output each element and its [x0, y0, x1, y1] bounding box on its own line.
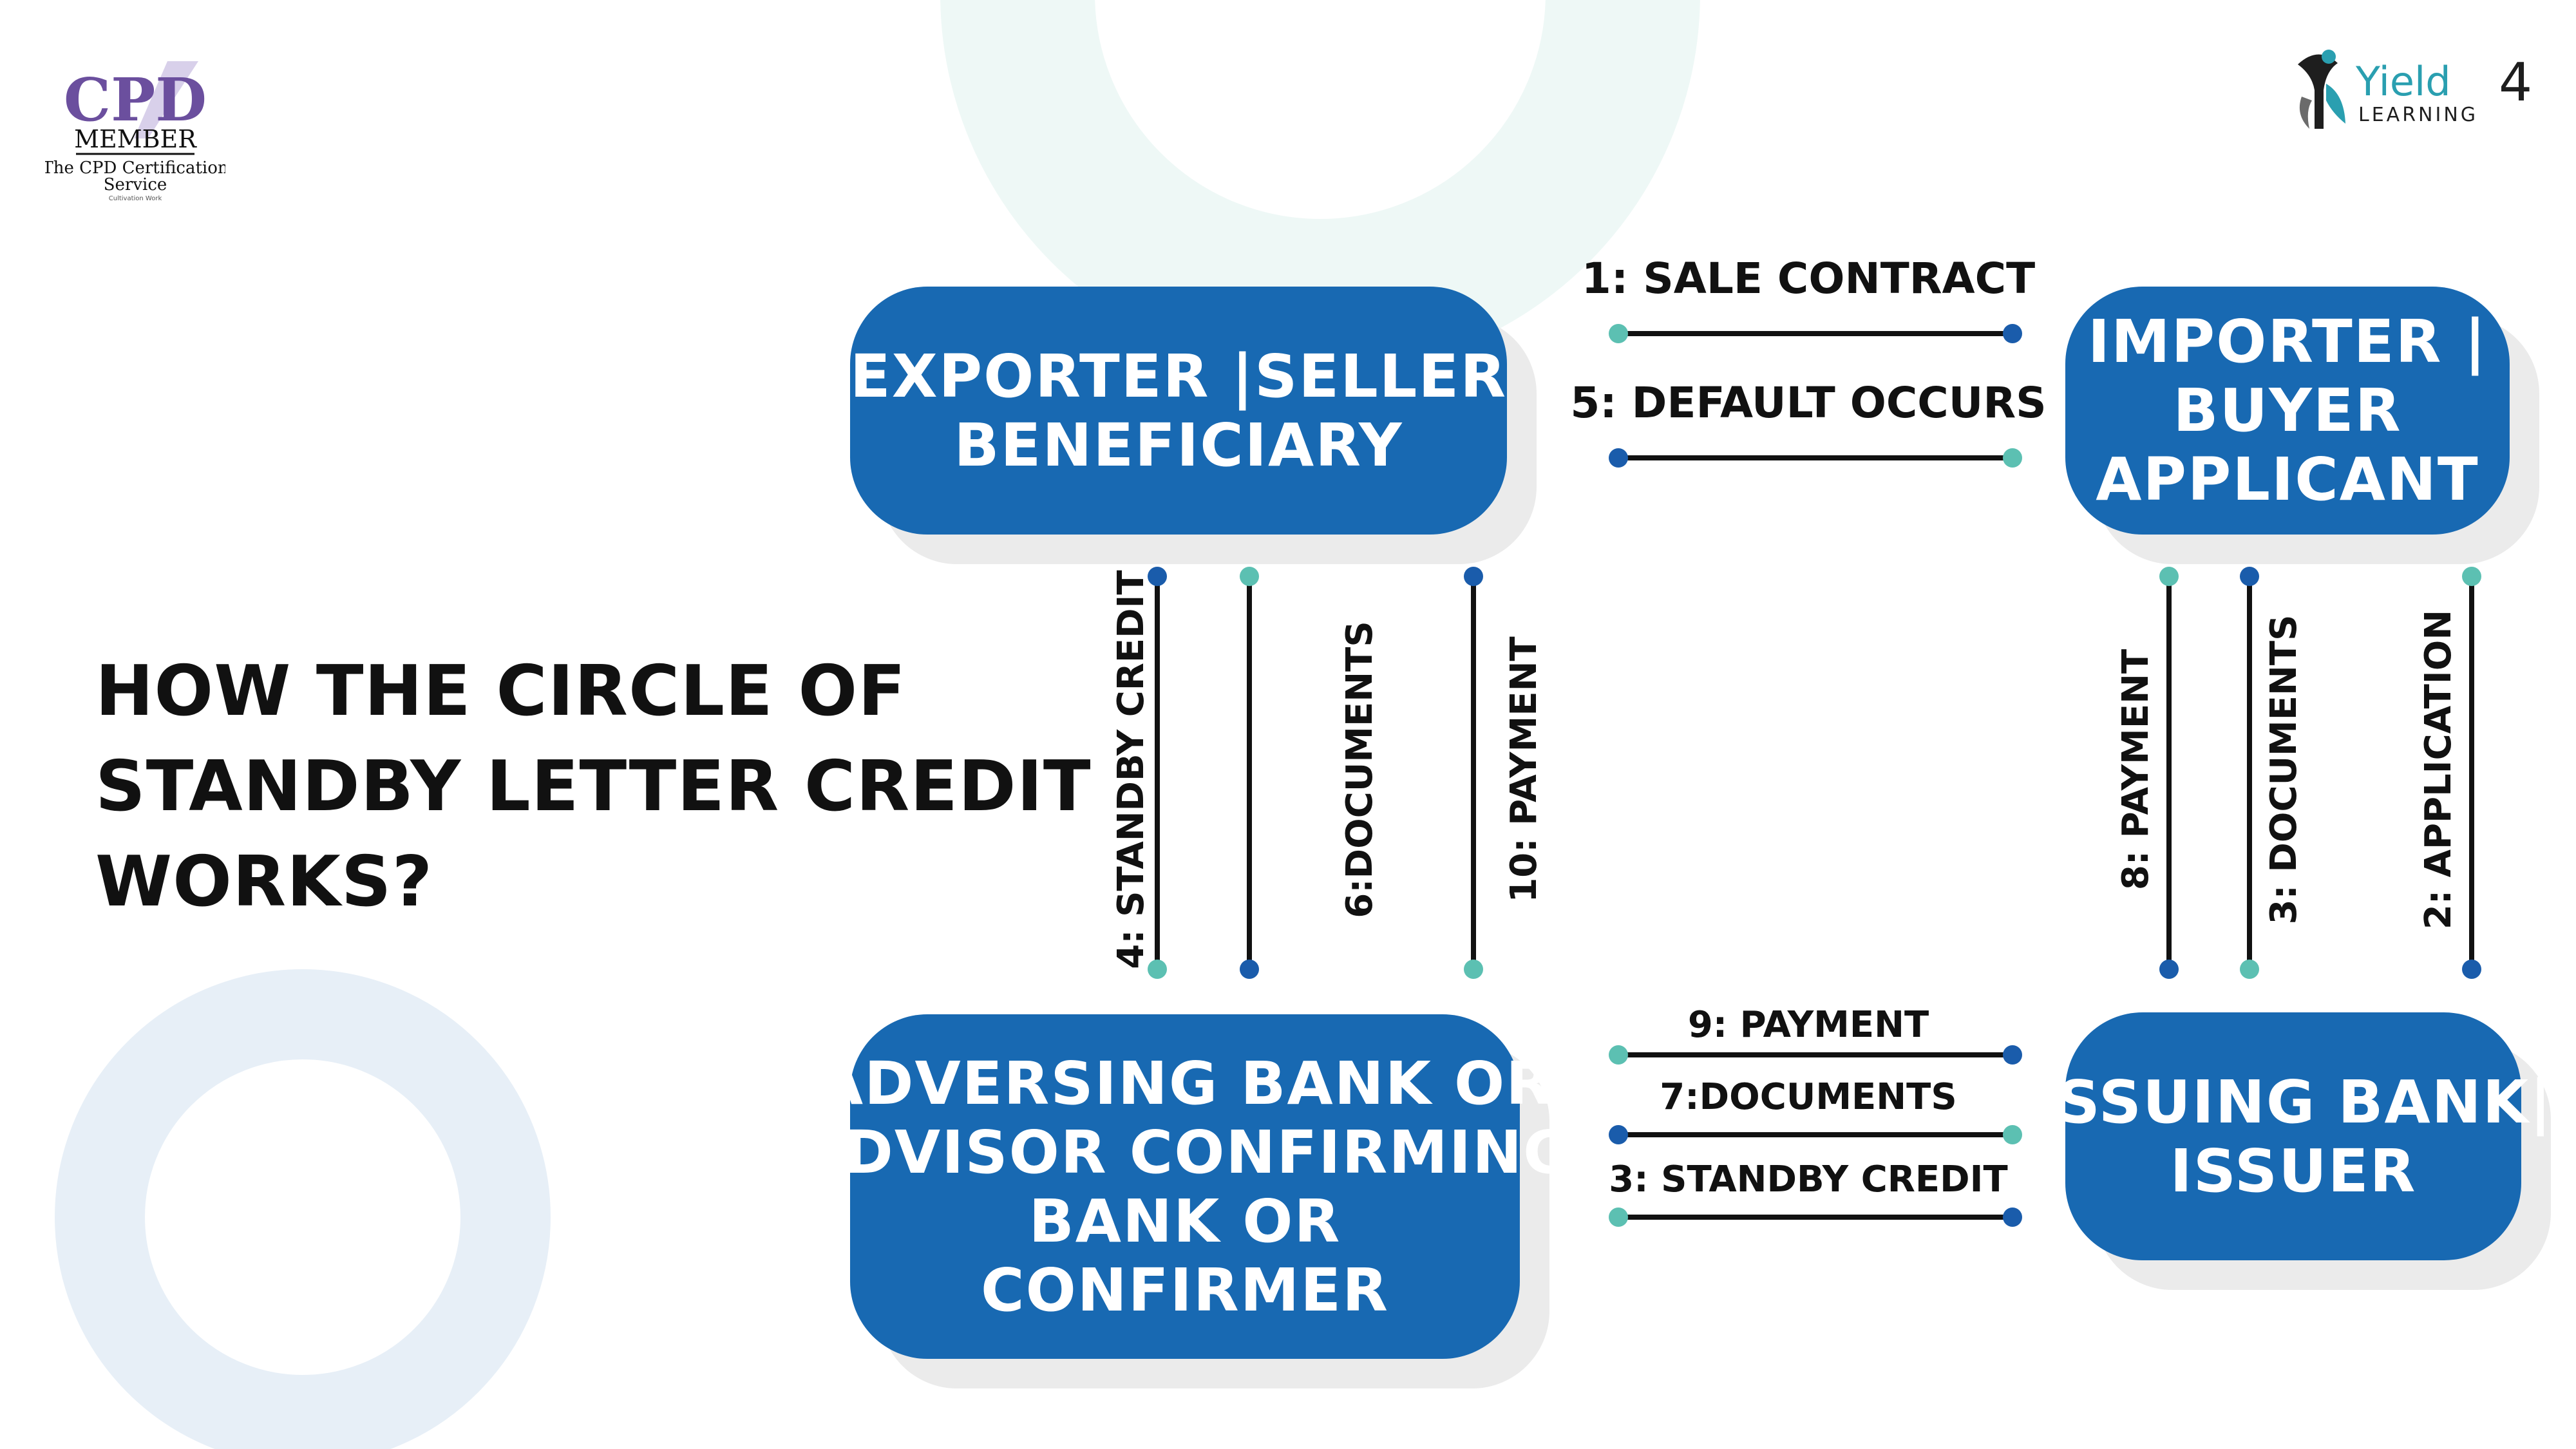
node-label-line: CONFIRMER: [981, 1255, 1389, 1325]
diagram-heading: HOW THE CIRCLE OF STANDBY LETTER CREDIT …: [95, 644, 1092, 930]
connector-standby-credit-left: [1148, 567, 1167, 979]
node-label-line: APPLICANT: [2096, 445, 2479, 514]
exporter-seller-beneficiary-node: EXPORTER |SELLER BENEFICIARY: [850, 287, 1507, 535]
connector-documents-bottom: [1609, 1125, 2022, 1144]
node-label-line: BENEFICIARY: [954, 410, 1403, 480]
flow-label-payment-right: 8: PAYMENT: [2115, 649, 2157, 890]
node-label-line: ADVERSING BANK OR: [817, 1048, 1553, 1118]
node-label-line: ISSUING BANK|: [2034, 1067, 2553, 1137]
flow-label-documents-right: 3: DOCUMENTS: [2263, 615, 2305, 925]
flow-label-standby-credit-left: 4: STANDBY CREDIT: [1110, 570, 1152, 969]
flow-label-standby-credit-bottom: 3: STANDBY CREDIT: [1609, 1159, 2007, 1200]
node-label-line: IMPORTER |: [2087, 307, 2488, 376]
background-ring-top: [940, 0, 1700, 374]
flow-label-application-right: 2: APPLICATION: [2418, 610, 2459, 929]
cpd-member-text: MEMBER: [74, 125, 197, 153]
connector-payment-bottom: [1609, 1045, 2022, 1065]
advising-confirming-bank-node: ADVERSING BANK OR ADVISOR CONFIRMING BAN…: [797, 1014, 1572, 1359]
node-label-line: BANK OR: [1028, 1186, 1341, 1256]
heading-line: HOW THE CIRCLE OF: [95, 651, 906, 732]
connector-payment-left: [1464, 567, 1483, 979]
importer-buyer-applicant-node: IMPORTER | BUYER APPLICANT: [2065, 287, 2510, 535]
flow-label-documents-bottom: 7:DOCUMENTS: [1660, 1076, 1956, 1118]
connector-default-occurs: [1609, 448, 2022, 468]
node-label-line: BUYER: [2173, 376, 2402, 445]
flow-label-payment-left: 10: PAYMENT: [1503, 636, 1545, 902]
yield4-brand-tagline: LEARNING: [2358, 104, 2478, 126]
node-label-line: ISSUER: [2170, 1136, 2417, 1206]
connector-payment-right: [2159, 567, 2179, 979]
heading-line: STANDBY LETTER CREDIT: [95, 746, 1092, 827]
flow-label-default-occurs: 5: DEFAULT OCCURS: [1570, 378, 2046, 428]
flow-label-sale-contract: 1: SALE CONTRACT: [1582, 254, 2035, 303]
cpd-service-line-3: Cultivation Work: [109, 195, 162, 202]
connector-sale-contract: [1609, 324, 2022, 343]
connector-documents-left: [1240, 567, 1259, 979]
yield4-learning-logo: Yield 4 LEARNING: [2298, 50, 2532, 129]
cpd-member-logo: CPD MEMBER The CPD Certification Service…: [45, 61, 225, 202]
background-ring-bottom: [55, 969, 551, 1449]
issuing-bank-issuer-node: ISSUING BANK| ISSUER: [2034, 1012, 2552, 1260]
flow-label-documents-left: 6:DOCUMENTS: [1339, 621, 1381, 918]
node-label-line: EXPORTER |SELLER: [849, 341, 1508, 411]
yield4-person-icon: [2298, 54, 2338, 129]
yield4-brand-number: 4: [2499, 52, 2532, 113]
flow-label-payment-bottom: 9: PAYMENT: [1688, 1004, 1929, 1046]
cpd-service-line-1: The CPD Certification: [45, 158, 225, 178]
node-label-line: ADVISOR CONFIRMING: [797, 1117, 1573, 1187]
cpd-logo-text: CPD: [64, 65, 207, 135]
connector-standby-credit-bottom: [1609, 1208, 2022, 1227]
cpd-service-line-2: Service: [104, 175, 167, 194]
connector-application-right: [2462, 567, 2481, 979]
connector-documents-right: [2240, 567, 2259, 979]
heading-line: WORKS?: [95, 842, 433, 922]
yield4-brand-name: Yield: [2355, 58, 2451, 105]
